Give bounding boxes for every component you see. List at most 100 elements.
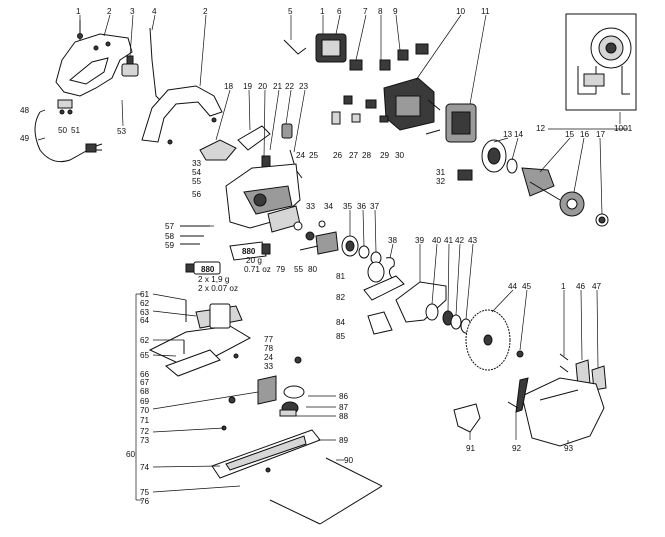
part-label-72: 72 xyxy=(140,427,150,436)
part-label-23: 23 xyxy=(299,82,309,91)
part-label-63: 63 xyxy=(140,308,150,317)
part-label-56: 56 xyxy=(192,190,202,199)
part-label-47: 47 xyxy=(592,282,602,291)
part-label-10: 10 xyxy=(456,7,466,16)
terminal-block xyxy=(457,169,473,181)
part-label-41: 41 xyxy=(444,236,454,245)
guard-parts-84-85 xyxy=(367,311,393,335)
part-label-77: 77 xyxy=(264,335,274,344)
part-label-78: 78 xyxy=(264,344,274,353)
bearing-ring xyxy=(481,139,518,174)
field-coil xyxy=(425,99,477,143)
part-label-24: 24 xyxy=(296,151,306,160)
part-label-15: 15 xyxy=(565,130,575,139)
part-label-33: 33 xyxy=(306,202,316,211)
wiring-diagram-box xyxy=(565,13,637,111)
part-label-71: 71 xyxy=(140,416,150,425)
part-label-28: 28 xyxy=(362,151,372,160)
part-label-42: 42 xyxy=(455,236,465,245)
grease-small-qty: 2 x 1,9 g xyxy=(198,275,230,284)
part-label-8: 8 xyxy=(378,7,383,16)
part-label-89: 89 xyxy=(339,436,349,445)
screws-right xyxy=(559,353,569,373)
part-label-1001: 1001 xyxy=(614,124,633,133)
part-label-50: 50 xyxy=(58,126,68,135)
grease-large-oz: 0.71 oz xyxy=(244,265,271,274)
grease-notes: 2 x 1,9 g 2 x 0.07 oz 20 g 0.71 oz xyxy=(198,256,271,293)
part-number-labels: 1 2 3 4 2 5 1 6 7 8 9 10 11 18 19 20 21 … xyxy=(20,7,633,506)
saw-blade xyxy=(465,309,511,371)
part-label-59: 59 xyxy=(165,241,175,250)
part-label-66: 66 xyxy=(140,370,150,379)
depth-adjust-parts xyxy=(148,300,277,431)
part-label-25: 25 xyxy=(309,151,319,160)
part-label-87: 87 xyxy=(339,403,349,412)
part-label-29: 29 xyxy=(380,151,390,160)
blade-washers xyxy=(425,303,472,334)
part-label-64: 64 xyxy=(140,316,150,325)
part-label-58: 58 xyxy=(165,232,175,241)
part-label-37: 37 xyxy=(370,202,380,211)
knob-parts xyxy=(279,385,305,417)
part-label-76: 76 xyxy=(140,497,150,506)
part-label-53: 53 xyxy=(117,127,127,136)
part-label-73: 73 xyxy=(140,436,150,445)
dust-port xyxy=(453,403,481,433)
part-label-48: 48 xyxy=(20,106,30,115)
part-label-85: 85 xyxy=(336,332,346,341)
part-label-46: 46 xyxy=(576,282,586,291)
part-label-67: 67 xyxy=(140,378,150,387)
upper-guard xyxy=(521,377,605,447)
parallel-guide xyxy=(269,457,383,525)
part-label-55: 55 xyxy=(192,177,202,186)
part-label-33: 33 xyxy=(192,159,202,168)
part-label-82: 82 xyxy=(336,293,346,302)
handle-housing xyxy=(55,33,133,97)
part-label-44: 44 xyxy=(508,282,518,291)
part-label-93: 93 xyxy=(564,444,574,453)
bearing xyxy=(595,213,609,227)
part-label-13: 13 xyxy=(503,130,513,139)
switch xyxy=(121,55,139,77)
part-label-36: 36 xyxy=(357,202,367,211)
part-label-6: 6 xyxy=(337,7,342,16)
grease-tube-large: 880 xyxy=(229,241,271,261)
part-label-14: 14 xyxy=(514,130,524,139)
grease-tube-small: 880 xyxy=(185,261,221,275)
part-label-51: 51 xyxy=(71,126,81,135)
part-label-18: 18 xyxy=(224,82,234,91)
part-label-7: 7 xyxy=(363,7,368,16)
part-label-19: 19 xyxy=(243,82,253,91)
large-tube-label: 880 xyxy=(242,247,256,256)
spindle xyxy=(299,231,339,255)
part-label-32: 32 xyxy=(436,177,446,186)
gear xyxy=(559,191,585,217)
flange xyxy=(367,261,385,283)
part-label-11: 11 xyxy=(481,7,490,16)
cable-clamp xyxy=(57,99,73,115)
part-label-62: 62 xyxy=(140,299,150,308)
cable-4 xyxy=(149,27,163,103)
part-label-4: 4 xyxy=(152,7,157,16)
part-label-34: 34 xyxy=(324,202,334,211)
part-label-86: 86 xyxy=(339,392,349,401)
small-tube-label: 880 xyxy=(201,265,215,274)
power-cable xyxy=(34,111,103,163)
carbon-brushes xyxy=(349,43,429,71)
part-label-61: 61 xyxy=(140,290,150,299)
grease-small-oz: 2 x 0.07 oz xyxy=(198,284,238,293)
part-label-79: 79 xyxy=(276,265,286,274)
auxiliary-handle xyxy=(141,85,223,145)
part-label-31: 31 xyxy=(436,168,446,177)
part-label-27: 27 xyxy=(349,151,359,160)
part-label-33: 33 xyxy=(264,362,274,371)
part-label-40: 40 xyxy=(432,236,442,245)
part-label-30: 30 xyxy=(395,151,405,160)
part-label-45: 45 xyxy=(522,282,532,291)
grease-large-qty: 20 g xyxy=(246,256,262,265)
part-label-21: 21 xyxy=(273,82,283,91)
small-parts-26-28 xyxy=(331,95,389,125)
lower-guard xyxy=(395,281,447,323)
parts-77-78 xyxy=(233,353,302,364)
brush-holder xyxy=(315,33,347,63)
